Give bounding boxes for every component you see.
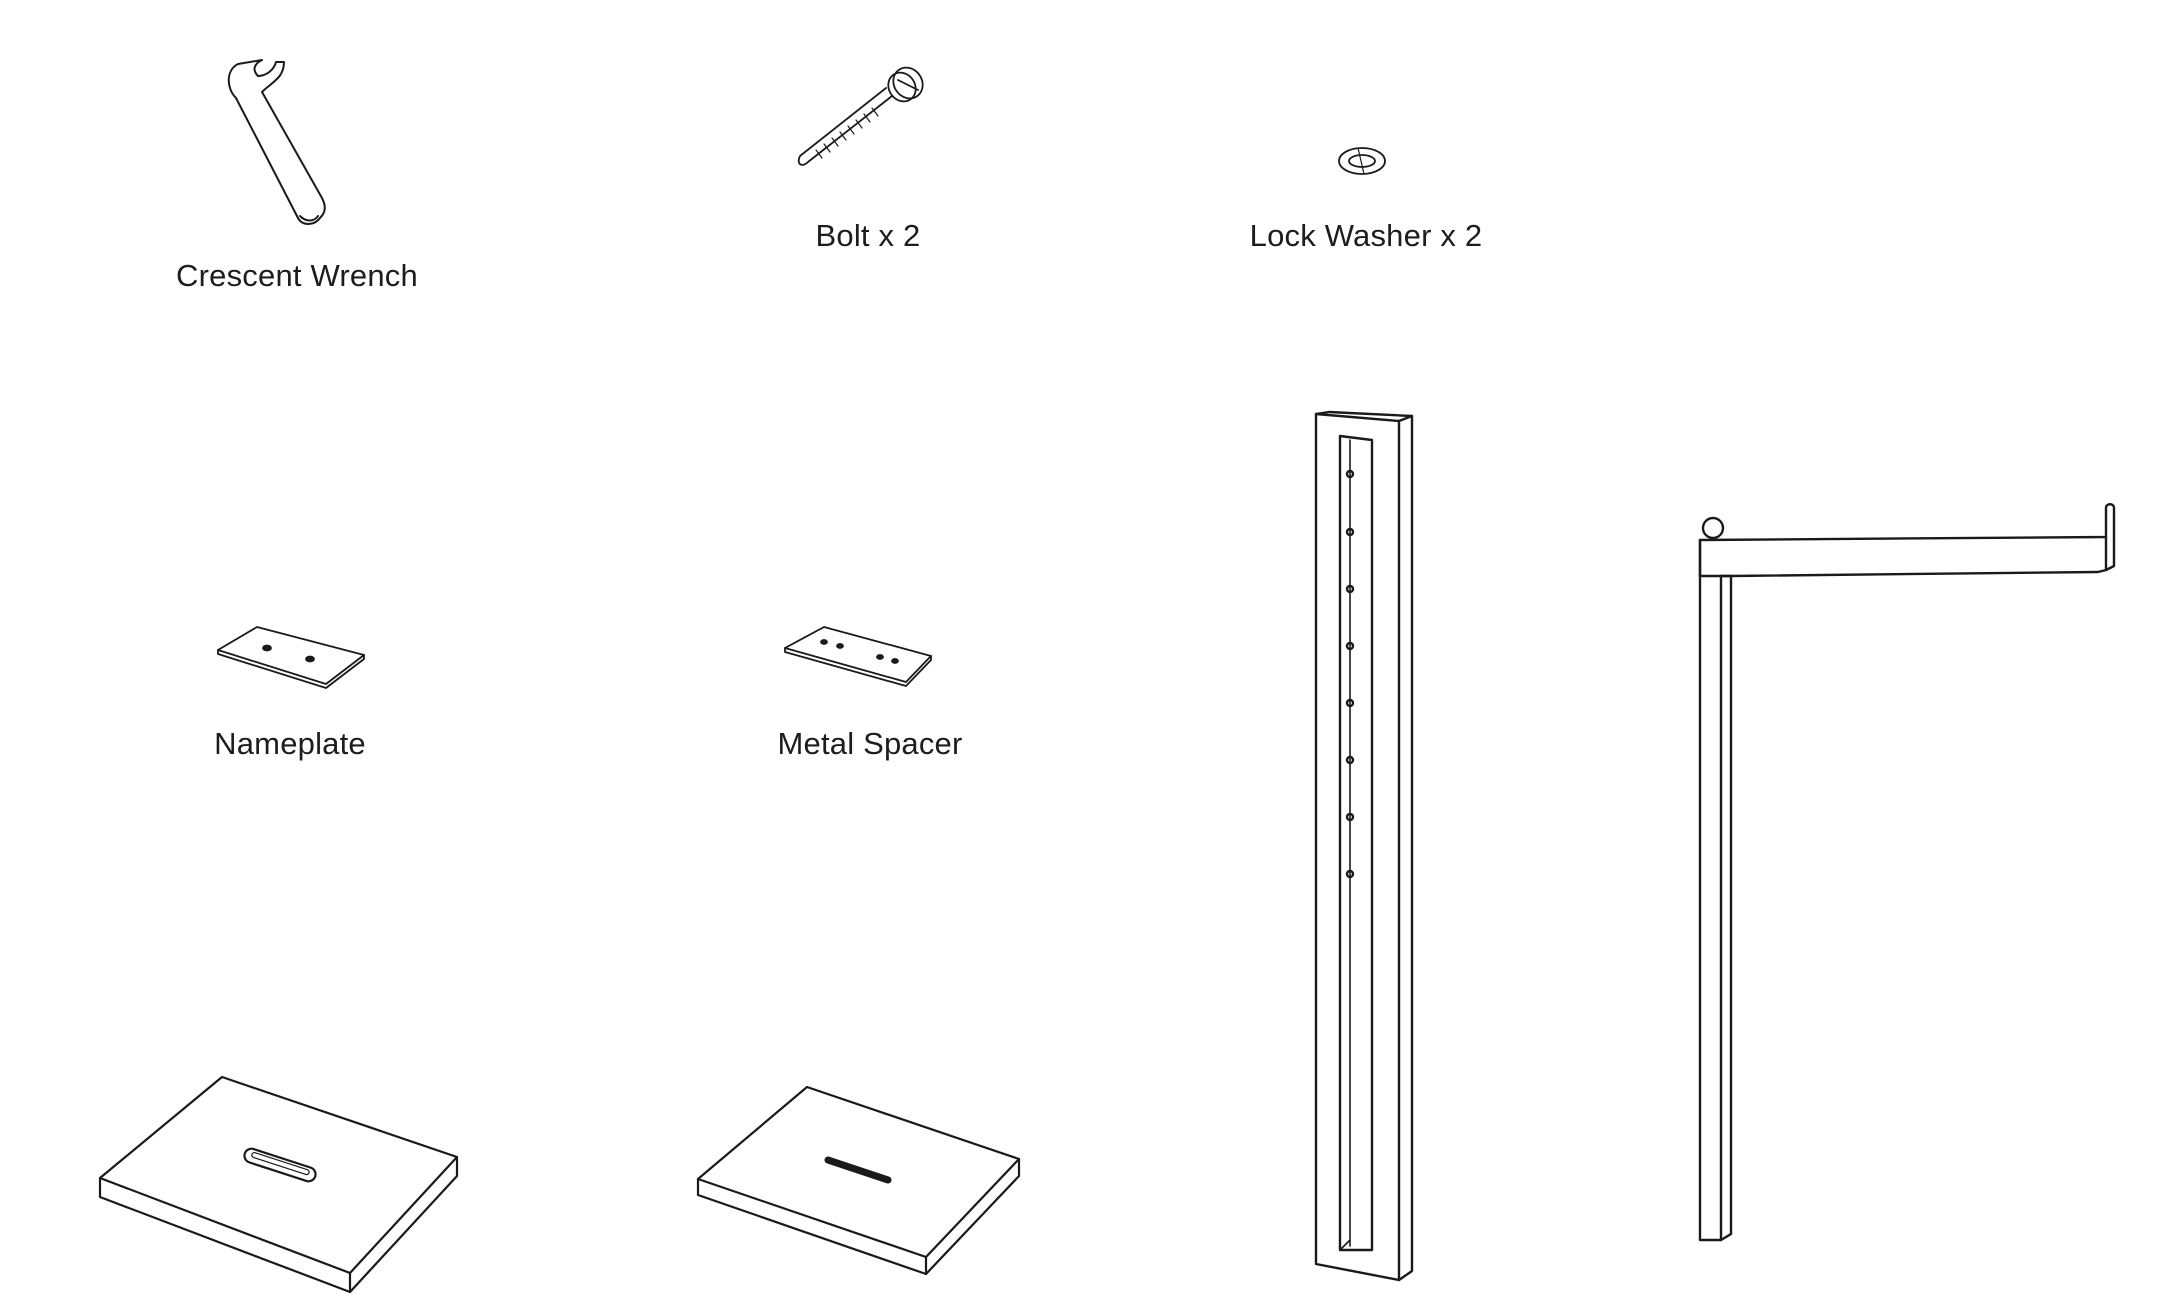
upright-post-icon <box>1314 410 1414 1282</box>
bolt-icon <box>797 66 924 166</box>
nameplate-icon <box>217 626 365 689</box>
metal-spacer-icon <box>784 626 932 687</box>
crescent-wrench-label: Crescent Wrench <box>176 258 418 293</box>
base-plate-icon <box>696 1085 1021 1276</box>
nameplate-label: Nameplate <box>214 726 366 761</box>
lock-washer-label: Lock Washer x 2 <box>1249 218 1483 253</box>
base-plate-icon <box>98 1075 459 1294</box>
bracket-arm-icon <box>1698 503 2116 1242</box>
crescent-wrench-icon <box>227 59 326 225</box>
bolt-label: Bolt x 2 <box>815 218 921 253</box>
metal-spacer-label: Metal Spacer <box>777 726 963 761</box>
lock-washer-icon <box>1338 147 1386 175</box>
